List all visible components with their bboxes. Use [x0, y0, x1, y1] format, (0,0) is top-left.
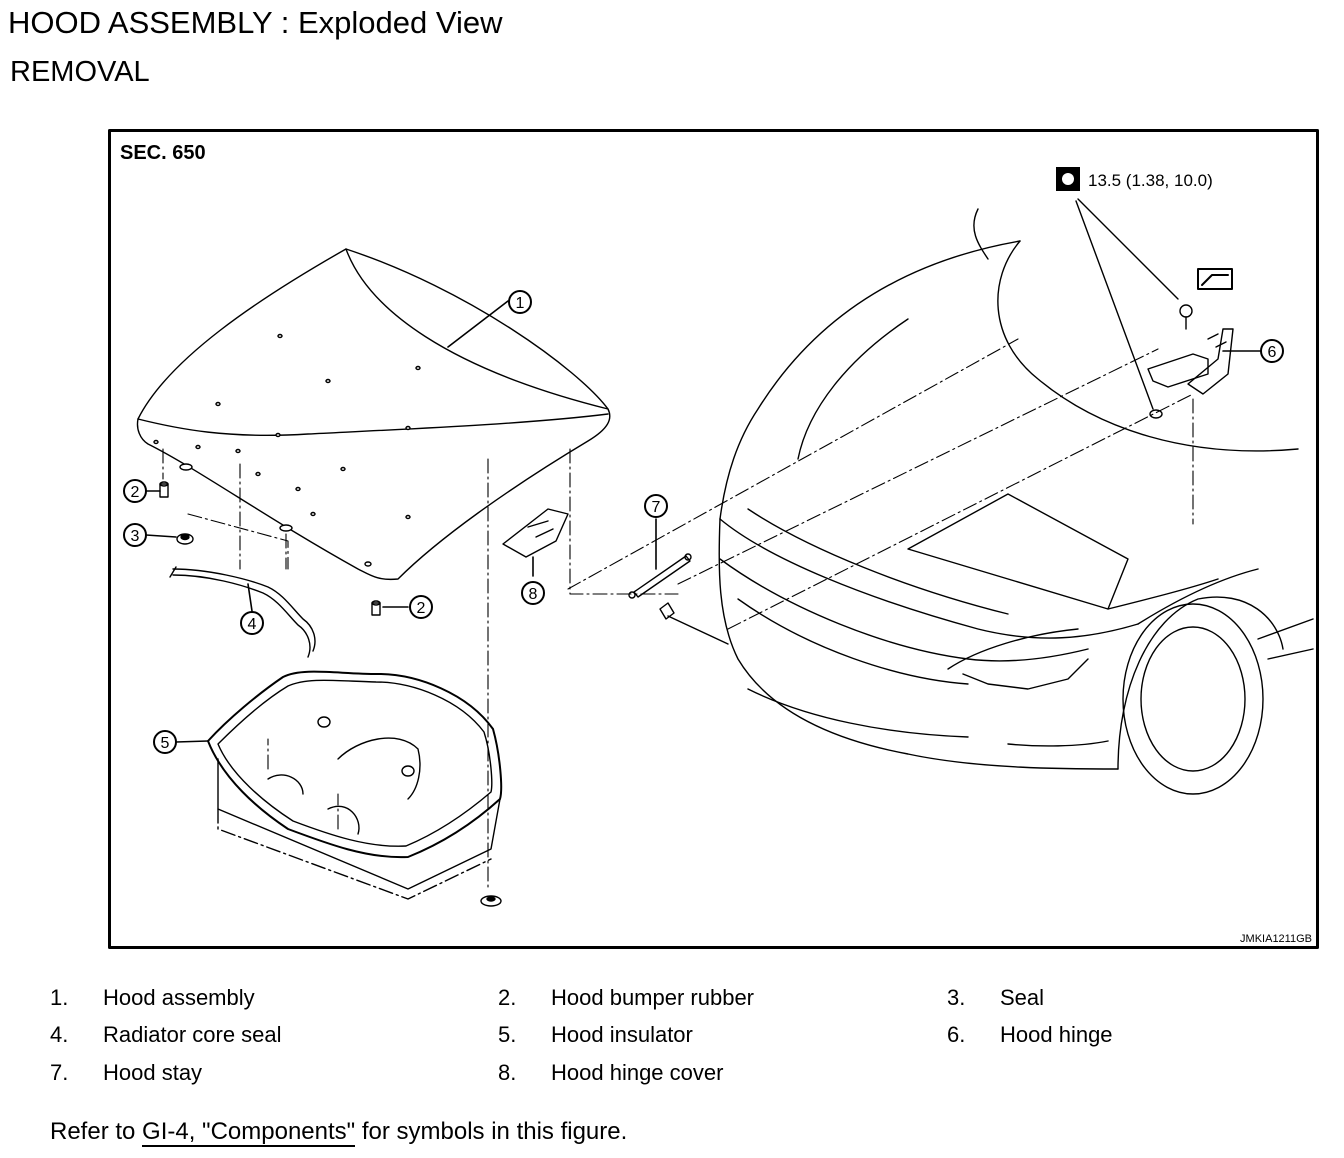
legend-number: 5.	[498, 1022, 517, 1047]
hood-hinge-cover-part	[502, 508, 569, 558]
hood-bumper-rubber-right	[371, 600, 381, 616]
exploded-view-figure: SEC. 650 13.5 (1.38, 1	[108, 129, 1319, 949]
image-code: JMKIA1211GB	[1240, 933, 1312, 945]
reference-note: Refer to GI-4, "Components" for symbols …	[50, 1116, 627, 1148]
radiator-core-seal-part	[169, 566, 316, 658]
parts-legend: 1. Hood assembly 2. Hood bumper rubber 3…	[0, 980, 1344, 1095]
seal-part	[176, 533, 194, 545]
svg-text:2: 2	[131, 484, 140, 501]
reference-suffix: for symbols in this figure.	[355, 1118, 628, 1145]
svg-text:6: 6	[1268, 344, 1277, 361]
callout-8: 8	[521, 581, 545, 605]
hood-stay-part	[628, 553, 729, 645]
svg-text:1: 1	[516, 295, 525, 312]
callout-1: 1	[508, 290, 532, 314]
svg-text:4: 4	[248, 616, 257, 633]
legend-number: 4.	[50, 1022, 69, 1047]
hood-hinge-part	[1147, 304, 1234, 419]
legend-number: 1.	[50, 985, 69, 1010]
legend-number: 8.	[498, 1060, 517, 1085]
callout-4: 4	[240, 611, 264, 635]
legend-number: 3.	[947, 985, 966, 1010]
callout-2-right: 2	[409, 595, 433, 619]
section-label: SEC. 650	[120, 142, 206, 164]
car-front-outline	[718, 208, 1299, 770]
legend-label: Radiator core seal	[103, 1022, 282, 1047]
torque-spec: 13.5 (1.38, 10.0)	[1056, 167, 1213, 410]
callout-7: 7	[644, 494, 668, 518]
grease-lubricate-icon	[1197, 268, 1233, 290]
svg-text:3: 3	[131, 528, 140, 545]
exploded-view-drawing: SEC. 650 13.5 (1.38, 1	[108, 129, 1319, 949]
hood-bumper-rubber-left	[159, 481, 169, 498]
legend-number: 7.	[50, 1060, 69, 1085]
legend-label: Hood assembly	[103, 985, 255, 1010]
svg-text:8: 8	[529, 586, 538, 603]
svg-text:5: 5	[161, 735, 170, 752]
section-subtitle: REMOVAL	[10, 56, 150, 88]
callout-2-left: 2	[123, 479, 147, 503]
svg-text:2: 2	[417, 600, 426, 617]
hood-mounting-holes	[153, 333, 421, 567]
gi4-components-link[interactable]: GI-4, "Components"	[142, 1118, 356, 1147]
hood-panel	[136, 248, 611, 581]
insulator-clip	[480, 895, 502, 907]
front-wheel	[1117, 596, 1314, 795]
legend-label: Seal	[1000, 985, 1045, 1010]
callout-5: 5	[153, 730, 177, 754]
callout-leaders	[145, 300, 1261, 743]
legend-label: Hood stay	[103, 1060, 203, 1085]
legend-label: Hood hinge	[1000, 1022, 1113, 1047]
page-title: HOOD ASSEMBLY : Exploded View	[8, 5, 503, 40]
callout-6: 6	[1260, 339, 1284, 363]
torque-value: 13.5 (1.38, 10.0)	[1088, 171, 1213, 190]
figure-frame	[108, 129, 1319, 949]
legend-label: Hood bumper rubber	[551, 985, 755, 1010]
legend-number: 6.	[947, 1022, 966, 1047]
hood-insulator-part	[207, 670, 503, 900]
assembly-guide-lines	[162, 338, 1194, 890]
legend-number: 2.	[498, 985, 517, 1010]
callout-3: 3	[123, 523, 147, 547]
legend-label: Hood hinge cover	[551, 1060, 724, 1085]
reference-prefix: Refer to	[50, 1118, 143, 1145]
svg-text:7: 7	[652, 499, 661, 516]
legend-label: Hood insulator	[551, 1022, 693, 1047]
